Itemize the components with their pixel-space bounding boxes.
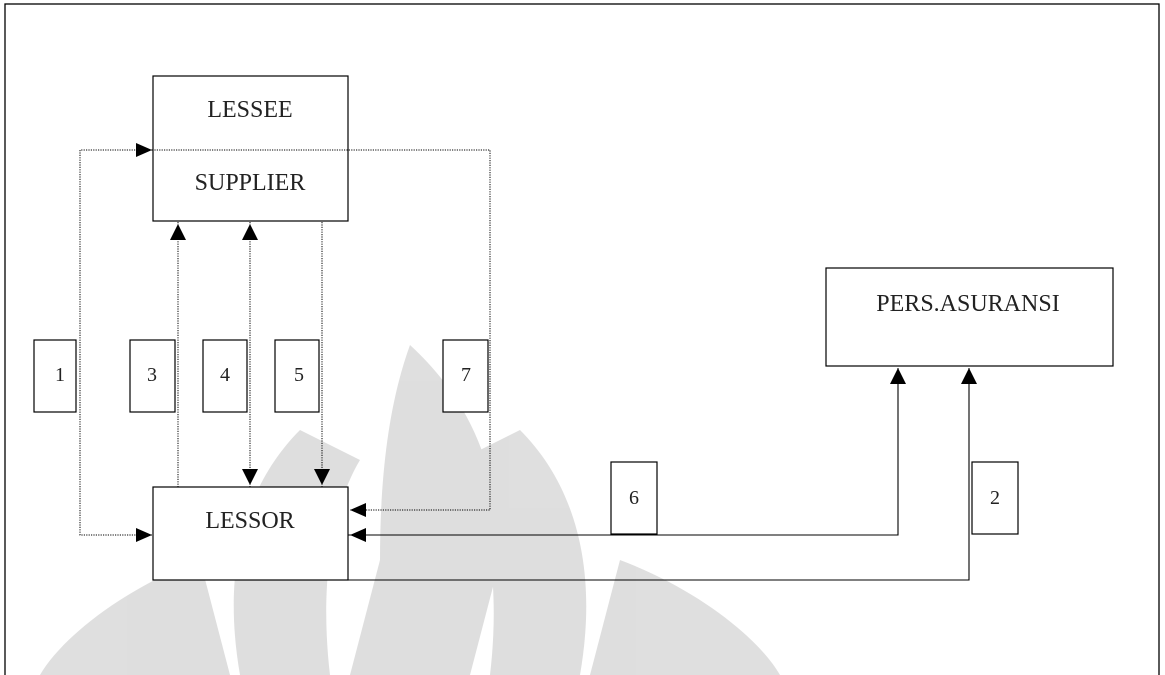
flow-7-line <box>152 149 491 511</box>
supplier-label: SUPPLIER <box>195 170 306 196</box>
arrow-2-up <box>961 368 977 384</box>
page-frame <box>4 3 1160 675</box>
insurance-box <box>825 267 1114 367</box>
flow-lines <box>79 149 970 581</box>
step-7-box <box>442 339 489 413</box>
arrow-4-up <box>242 224 258 240</box>
step-2-box <box>971 461 1019 535</box>
step-7-label: 7 <box>461 364 471 386</box>
lessee-label: LESSEE <box>207 97 292 123</box>
arrow-5-down <box>314 469 330 485</box>
arrow-6-into-lessor <box>350 528 366 542</box>
step-5-label: 5 <box>294 364 304 386</box>
step-3-box <box>129 339 176 413</box>
flow-1-line <box>79 149 152 536</box>
insurance-label: PERS.ASURANSI <box>876 291 1059 317</box>
step-4-label: 4 <box>220 364 230 386</box>
step-4-box <box>202 339 248 413</box>
arrowheads <box>136 143 977 542</box>
step-1-label: 1 <box>55 364 65 386</box>
arrow-into-lessor-left <box>136 528 152 542</box>
arrow-6-up <box>890 368 906 384</box>
step-2-label: 2 <box>990 487 1000 509</box>
step-6-label: 6 <box>629 487 639 509</box>
arrow-4-down <box>242 469 258 485</box>
step-6-box <box>610 461 658 535</box>
step-1-box <box>33 339 77 413</box>
flow-6-line <box>348 368 899 536</box>
arrow-7-into-lessor <box>350 503 366 517</box>
flow-2-line <box>348 368 970 581</box>
step-boxes <box>33 339 1019 535</box>
arrow-into-supplier-top <box>136 143 152 157</box>
step-5-box <box>274 339 320 413</box>
lessor-box <box>152 486 349 581</box>
lessor-label: LESSOR <box>205 508 294 534</box>
step-3-label: 3 <box>147 364 157 386</box>
arrow-3-up <box>170 224 186 240</box>
lessee-supplier-box <box>152 75 349 222</box>
